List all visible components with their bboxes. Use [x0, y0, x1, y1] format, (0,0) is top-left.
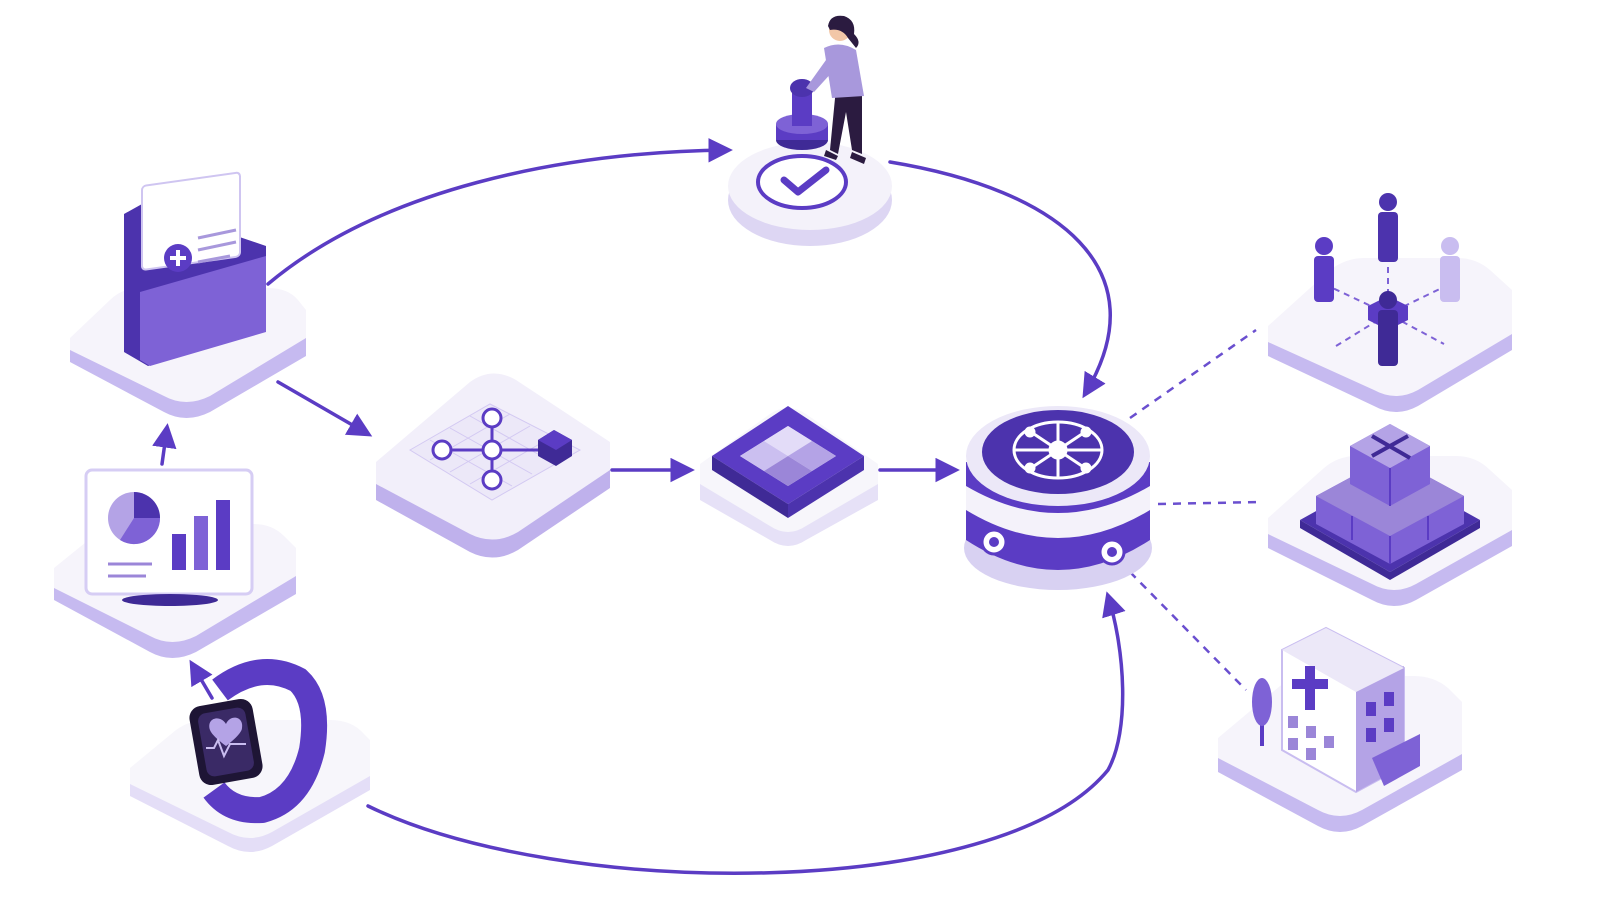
dashed-core-to-packages [1157, 500, 1263, 506]
brain-hub-icon [1012, 420, 1104, 480]
core-ports [980, 528, 1126, 566]
folder-medical-icon [124, 171, 266, 366]
stamp-check-icon [756, 79, 848, 210]
node-data-block [700, 406, 878, 546]
connection-watch-to-core [366, 591, 1126, 875]
hospital-building-icon [1252, 626, 1420, 794]
dashed-connections [1129, 328, 1263, 691]
people-network-icon [1314, 193, 1460, 366]
person-figure [1378, 193, 1398, 262]
connection-records-to-network [276, 380, 373, 437]
dashboard-chart-icon [84, 468, 254, 606]
connection-dashboard-to-records [152, 423, 177, 466]
smartwatch-heart-icon [189, 659, 328, 824]
node-hospital [1218, 626, 1462, 832]
dashed-core-to-users [1129, 328, 1257, 420]
package-stack-icon [1300, 424, 1480, 580]
node-analytics-dashboard [54, 468, 296, 658]
connection-records-to-approval [266, 137, 733, 286]
connection-watch-to-dashboard [189, 659, 214, 700]
core-band [966, 486, 1150, 538]
node-supply-packages [1268, 424, 1512, 606]
node-medical-records [70, 171, 306, 418]
person-icon [806, 15, 866, 164]
node-ai-core [964, 406, 1152, 590]
node-user-network [1268, 193, 1512, 412]
node-data-network [376, 373, 610, 558]
node-approval [728, 15, 892, 246]
person-figure [1440, 237, 1460, 302]
data-block-icon [712, 406, 864, 518]
node-wearable-device [130, 659, 370, 852]
network-grid-icon [409, 403, 582, 501]
person-figure [1314, 237, 1334, 302]
person-figure [1368, 291, 1408, 366]
connection-approval-to-core [888, 160, 1112, 399]
dashed-core-to-hospital [1129, 571, 1247, 691]
connections [152, 137, 1126, 875]
